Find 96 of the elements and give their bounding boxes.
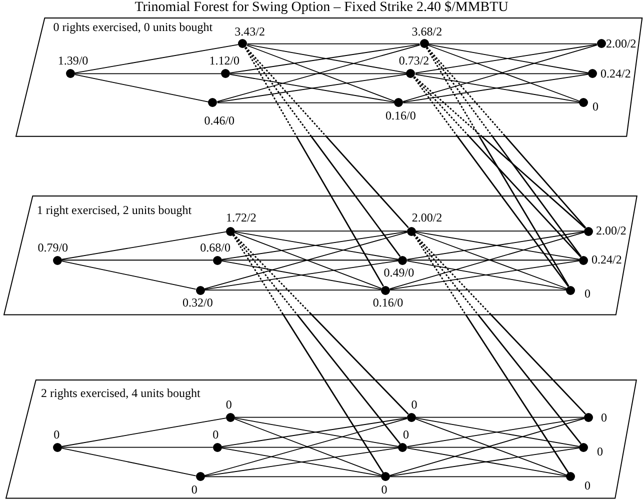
branch-line [61,446,214,448]
plane-heading: 0 rights exercised, 0 units bought [53,20,213,34]
branch-line [406,260,568,290]
dotted-branch-line [413,234,570,474]
dotted-branch-line [413,76,569,287]
node-value-label: 0 [212,428,219,442]
dotted-branch-line [233,234,409,415]
branch-line [204,476,382,478]
branch-line [428,44,580,102]
node-value-label: 0 [600,412,607,425]
branch-line [428,43,598,44]
node-value-label: 0.46/0 [204,114,235,128]
branch-line [216,44,420,102]
branch-line [61,418,227,447]
node-value-label: 0 [402,428,409,442]
dotted-branch-line [244,47,401,257]
branch-line [61,231,226,260]
branch-line [390,260,580,290]
branch-line [415,416,585,418]
node-value-label: 0.73/2 [398,54,430,68]
node-value-label: 0 [584,480,590,493]
branch-line [246,44,395,102]
node-value-label: 0.24/2 [591,254,622,267]
dotted-branch-line [245,46,409,228]
node-value-label: 0 [596,446,603,459]
branch-line [204,232,408,290]
node-value-label: 0.32/0 [182,296,213,310]
node-value-label: 2.00/2 [606,37,636,50]
node-value-label: 0 [411,398,418,412]
branch-line [74,73,222,74]
node-value-label: 0.68/0 [200,242,230,254]
dotted-branch-line [426,46,586,228]
branch-line [406,260,580,261]
plane-heading: 2 rights exercised, 4 units bought [40,386,200,400]
node-value-label: 0 [592,100,598,114]
branch-line [234,416,408,418]
dotted-branch-line [414,234,582,444]
node-value-label: 0.16/0 [386,110,416,123]
branch-line [230,73,407,74]
branch-line [234,418,382,476]
branch-line [221,260,399,261]
branch-line [204,260,399,290]
dotted-branch-line [426,47,582,257]
dotted-branch-line [232,234,401,444]
branch-line [390,476,567,478]
node-value-label: 0 [191,484,198,497]
branch-line [61,448,196,476]
node-value-label: 1.12/0 [209,54,240,68]
branch-line [216,102,395,104]
branch-line [415,232,568,289]
branch-line [230,44,420,74]
branch-line [246,44,408,74]
branch-line [406,448,568,476]
branch-line [234,230,408,232]
branch-line [204,447,399,477]
dotted-branch-line [414,76,586,229]
branch-line [415,230,585,232]
node-value-label: 1.39/0 [58,54,88,68]
branch-line [390,447,580,476]
plane-heading: 1 right exercised, 2 units bought [36,202,192,217]
branch-line [61,260,214,261]
node-value-label: 2.00/2 [412,212,442,225]
node-value-label: 0 [381,484,388,497]
dotted-branch-line [244,47,384,287]
branch-line [61,260,196,290]
branch-line [415,73,589,74]
dotted-branch-line [414,76,582,258]
dotted-branch-line [414,234,586,415]
branch-line [406,446,580,448]
diagram-title: Trinomial Forest for Swing Option – Fixed Strike 2.40 $/MMBTU [134,0,508,16]
branch-line [221,448,382,476]
branch-line [74,74,209,102]
branch-line [74,44,239,74]
node-value-label: 0.79/0 [38,242,68,254]
branch-line [221,260,382,290]
node-value-label: 0.49/0 [384,266,414,280]
branch-line [402,44,598,102]
node-value-label: 0 [584,288,590,301]
dotted-branch-line [232,234,384,474]
branch-line [221,446,399,448]
node-value-label: 0.24/2 [600,67,631,80]
branch-line [234,232,382,289]
branch-line [204,418,408,476]
branch-line [389,232,585,290]
branch-line [402,102,580,104]
branch-line [389,418,585,476]
node-value-label: 0 [226,398,232,412]
node-value-label: 2.00/2 [596,224,626,238]
branch-line [415,418,568,476]
dotted-branch-line [426,47,570,287]
node-value-label: 0 [54,428,60,442]
node-value-label: 3.68/2 [412,25,442,38]
node-value-label: 0.16/0 [372,296,404,310]
node-value-label: 3.43/2 [234,25,265,38]
node-value-label: 1.72/2 [226,212,256,225]
branch-line [246,43,420,44]
